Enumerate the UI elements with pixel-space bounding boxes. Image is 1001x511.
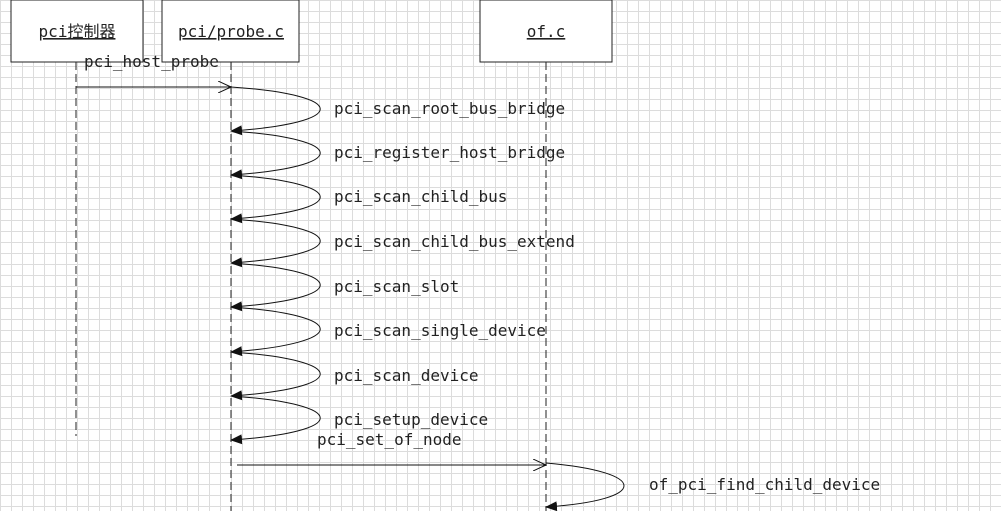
- participant-label: pci控制器: [39, 22, 116, 41]
- self-call-arrow: [230, 86, 321, 136]
- message-pci-setup-device[interactable]: pci_setup_device: [230, 395, 488, 445]
- message-label: pci_scan_root_bus_bridge: [334, 99, 565, 118]
- self-call-arrow: [230, 306, 321, 357]
- message-pci-scan-root-bus-bridge[interactable]: pci_scan_root_bus_bridge: [230, 86, 565, 136]
- self-call-arrow: [230, 395, 321, 445]
- message-pci-scan-child-bus[interactable]: pci_scan_child_bus: [230, 174, 507, 224]
- self-call-arrow: [230, 130, 321, 180]
- self-call-arrow: [230, 262, 321, 312]
- self-call-arrow: [230, 174, 321, 224]
- participant-label: of.c: [527, 22, 566, 41]
- message-label: pci_host_probe: [84, 52, 219, 71]
- message-label: pci_scan_child_bus_extend: [334, 232, 575, 251]
- participant-controller[interactable]: pci控制器: [10, 0, 144, 63]
- self-call-arrow: [230, 218, 321, 268]
- message-label: pci_scan_slot: [334, 277, 459, 296]
- participant-box: [479, 0, 613, 63]
- message-pci-host-probe[interactable]: pci_host_probe: [76, 52, 231, 87]
- message-pci-scan-child-bus-extend[interactable]: pci_scan_child_bus_extend: [230, 218, 575, 268]
- message-of-pci-find-child-device[interactable]: of_pci_find_child_device: [545, 462, 880, 511]
- participant-probe[interactable]: pci/probe.c: [161, 0, 300, 63]
- participant-label: pci/probe.c: [178, 22, 284, 41]
- message-pci-register-host-bridge[interactable]: pci_register_host_bridge: [230, 130, 565, 180]
- participant-box: [161, 0, 300, 63]
- message-pci-scan-slot[interactable]: pci_scan_slot: [230, 262, 459, 312]
- message-label: pci_scan_single_device: [334, 321, 546, 340]
- message-label: pci_set_of_node: [317, 430, 462, 449]
- message-pci-scan-device[interactable]: pci_scan_device: [230, 351, 479, 401]
- message-label: of_pci_find_child_device: [649, 475, 880, 494]
- self-call-arrow: [230, 351, 321, 401]
- message-pci-set-of-node[interactable]: pci_set_of_node: [237, 430, 546, 465]
- message-label: pci_setup_device: [334, 410, 488, 429]
- participant-box: [10, 0, 144, 63]
- message-label: pci_scan_device: [334, 366, 479, 385]
- message-pci-scan-single-device[interactable]: pci_scan_single_device: [230, 306, 546, 357]
- message-label: pci_register_host_bridge: [334, 143, 565, 162]
- message-label: pci_scan_child_bus: [334, 187, 507, 206]
- self-call-arrow: [545, 462, 625, 511]
- participant-of[interactable]: of.c: [479, 0, 613, 63]
